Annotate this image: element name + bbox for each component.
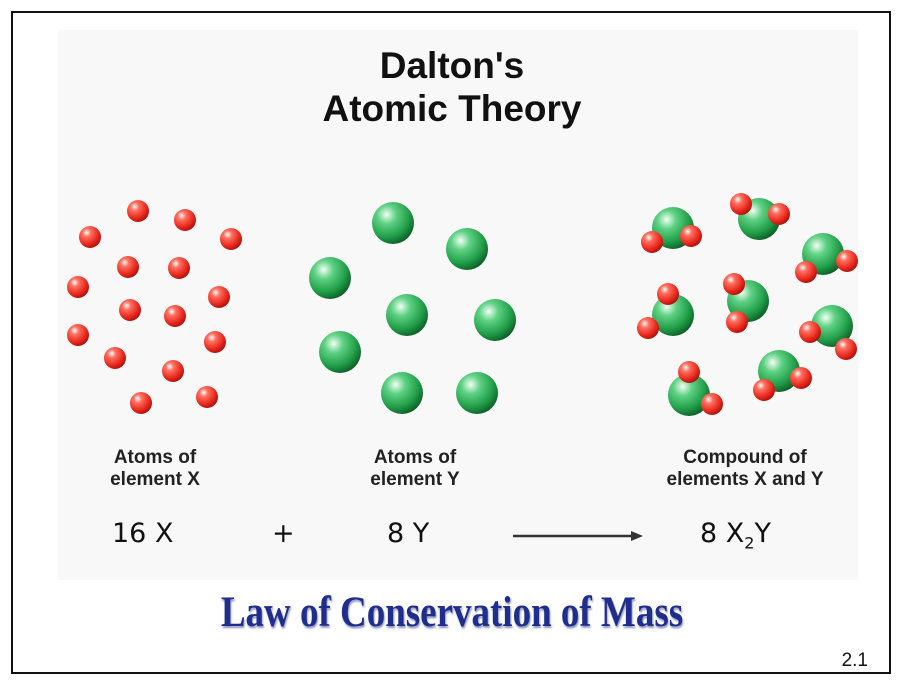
compound-atom-x <box>641 231 663 253</box>
compound-atom-x <box>790 367 812 389</box>
caption-element-y: Atoms of element Y <box>320 447 510 491</box>
equation-reactant-x: 16 X <box>112 518 174 549</box>
compounds-group <box>637 193 858 416</box>
caption-x-line-1: Atoms of <box>113 447 197 468</box>
atom-y <box>456 372 498 414</box>
diagram-panel <box>58 30 858 580</box>
atom-x <box>79 226 101 248</box>
compound-atom-x <box>678 361 700 383</box>
caption-compound-line-2: elements X and Y <box>666 469 824 490</box>
atom-x <box>67 276 89 298</box>
caption-element-x: Atoms of element X <box>60 447 250 491</box>
atom-x <box>119 299 141 321</box>
compound-atom-x <box>657 283 679 305</box>
compound-atom-y <box>668 374 710 416</box>
compound-atom-x <box>836 250 858 272</box>
atom-x <box>117 256 139 278</box>
caption-compound: Compound of elements X and Y <box>630 447 860 491</box>
compound-atom-x <box>730 193 752 215</box>
compound-atom-y <box>652 294 694 336</box>
reaction-arrow-icon <box>513 531 643 541</box>
atom-y <box>372 202 414 244</box>
product-prefix: 8 X <box>700 518 745 549</box>
title-line-1: Dalton's <box>379 45 525 86</box>
compound-atom-x <box>799 321 821 343</box>
compound-atom-x <box>723 273 745 295</box>
slide-number: 2.1 <box>841 650 868 671</box>
compound-atom-x <box>680 225 702 247</box>
equation-plus: + <box>272 518 295 549</box>
atom-x <box>104 347 126 369</box>
compound-atom-x <box>726 311 748 333</box>
atom-x <box>130 392 152 414</box>
atom-y <box>474 299 516 341</box>
title-line-2: Atomic Theory <box>322 88 582 129</box>
atom-x <box>67 324 89 346</box>
equation-reactant-y: 8 Y <box>387 518 430 549</box>
atom-y <box>319 331 361 373</box>
compound-atom-x <box>753 379 775 401</box>
atom-x <box>168 257 190 279</box>
atom-x <box>127 200 149 222</box>
atom-x <box>162 360 184 382</box>
compound-atom-x <box>835 338 857 360</box>
atom-x <box>208 286 230 308</box>
compound-atom-y <box>811 305 853 347</box>
atom-x <box>196 386 218 408</box>
atom-y <box>446 228 488 270</box>
product-subscript: 2 <box>744 533 755 553</box>
atom-x <box>174 209 196 231</box>
compound-atom-x <box>637 317 659 339</box>
atom-y <box>381 372 423 414</box>
caption-y-line-2: element Y <box>370 469 460 490</box>
atom-x <box>204 331 226 353</box>
equation-product: 8 X2Y <box>700 518 771 552</box>
atoms-x-group <box>67 200 242 414</box>
caption-compound-line-1: Compound of <box>683 447 807 468</box>
atom-x <box>220 228 242 250</box>
caption-y-line-1: Atoms of <box>373 447 457 468</box>
atom-y <box>386 294 428 336</box>
caption-x-line-2: element X <box>110 469 200 490</box>
product-suffix: Y <box>754 518 771 549</box>
compound-atom-x <box>768 203 790 225</box>
atom-x <box>164 305 186 327</box>
law-banner: Law of Conservation of Mass <box>220 589 684 636</box>
slide-title: Dalton's Atomic Theory <box>0 44 904 130</box>
compound-atom-x <box>795 261 817 283</box>
compound-atom-x <box>701 393 723 415</box>
atoms-y-group <box>309 202 516 414</box>
atom-y <box>309 257 351 299</box>
